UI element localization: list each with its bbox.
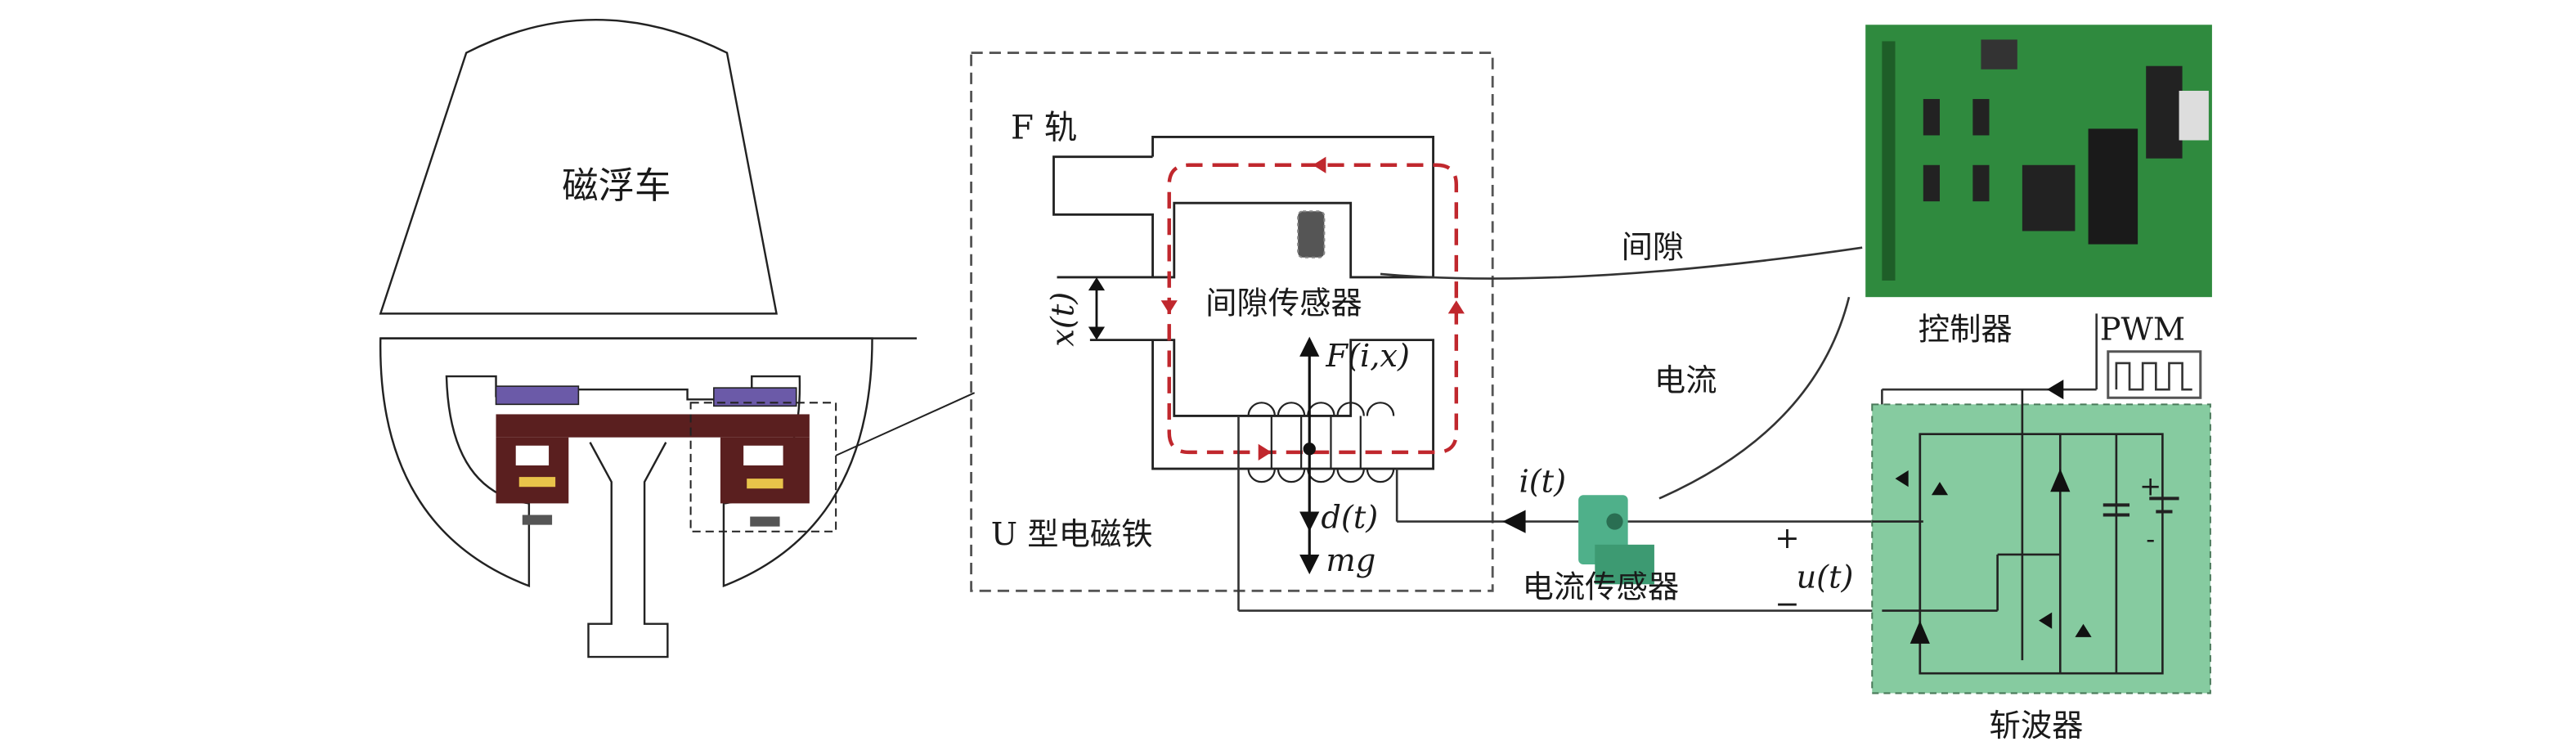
gravity-label: mg bbox=[1326, 542, 1376, 579]
flux-arrows bbox=[1160, 156, 1465, 461]
voltage-label: u(t) bbox=[1796, 559, 1853, 595]
gap-sensor-label: 间隙传感器 bbox=[1205, 285, 1362, 321]
diode-icons bbox=[1910, 469, 2071, 644]
controller-board bbox=[1865, 25, 2212, 298]
magnet-label: U 型电磁铁 bbox=[991, 516, 1153, 553]
rail-F bbox=[1057, 136, 1434, 279]
core-bar bbox=[496, 414, 810, 438]
disturbance-label: d(t) bbox=[1321, 500, 1378, 537]
current-label: i(t) bbox=[1519, 463, 1566, 500]
u-magnet bbox=[1089, 339, 1434, 470]
pwm-waveform-icon bbox=[2107, 350, 2202, 399]
gap-signal-label: 间隙 bbox=[1622, 229, 1685, 266]
mosfet-icons bbox=[1895, 470, 2092, 637]
zoom-leader-line bbox=[835, 392, 976, 456]
force-label: F(i,x) bbox=[1325, 338, 1410, 375]
force-vectors bbox=[1303, 346, 1316, 565]
current-sensor-icon bbox=[1578, 495, 1654, 585]
coil-purple-right bbox=[713, 387, 797, 407]
rail-label: F 轨 bbox=[1011, 108, 1077, 146]
magnet-detail-box bbox=[970, 52, 1494, 592]
coil-yellow-left bbox=[518, 477, 556, 488]
gap-var-label: x(t) bbox=[1045, 292, 1082, 347]
coil-purple-left bbox=[495, 385, 580, 406]
coil-yellow-right bbox=[747, 479, 783, 489]
battery-plus: + bbox=[2139, 470, 2161, 501]
capacitor-battery-icons bbox=[2103, 497, 2179, 517]
chopper-box bbox=[1871, 403, 2211, 694]
gap-sensor-icon bbox=[1297, 210, 1326, 258]
pwm-arrow bbox=[2047, 380, 2064, 400]
coil-windings bbox=[1247, 402, 1395, 483]
magnet-cores bbox=[495, 385, 976, 533]
minus-label: − bbox=[1775, 586, 1799, 622]
current-sensor-label: 电流传感器 bbox=[1523, 568, 1680, 605]
zoom-highlight-box bbox=[689, 402, 837, 533]
maglev-vehicle bbox=[379, 19, 918, 658]
vehicle-lower-shell bbox=[379, 337, 873, 588]
vehicle-label: 磁浮车 bbox=[562, 165, 671, 207]
vehicle-body-outline bbox=[379, 19, 778, 315]
controller-label: 控制器 bbox=[1919, 312, 2013, 348]
rail-T bbox=[587, 442, 669, 658]
current-arrow bbox=[1502, 510, 1526, 533]
battery-minus: - bbox=[2146, 524, 2155, 555]
chopper-label: 斩波器 bbox=[1990, 708, 2084, 744]
current-signal-label: 电流 bbox=[1654, 362, 1717, 399]
pwm-label: PWM bbox=[2100, 312, 2185, 348]
plus-label: + bbox=[1775, 520, 1799, 555]
